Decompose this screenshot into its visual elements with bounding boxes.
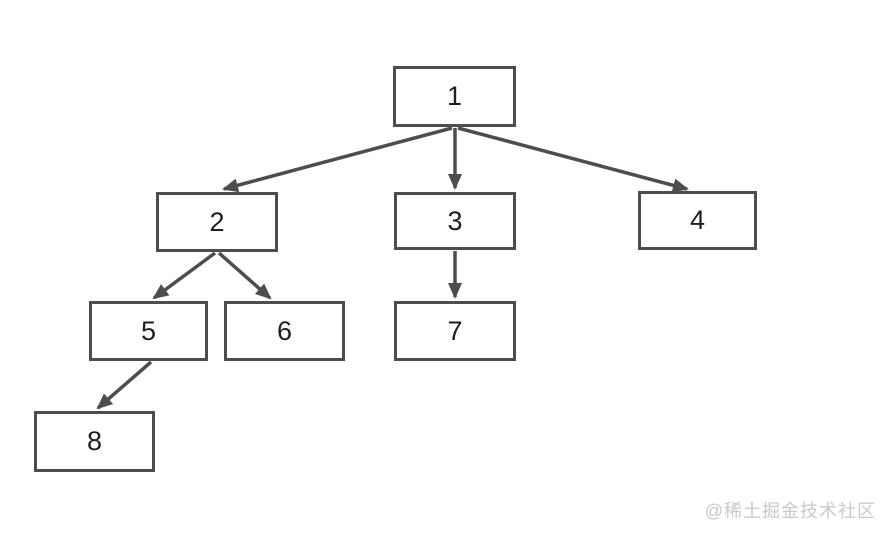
node-5-label: 5 [140, 315, 157, 346]
node-1: 1 [393, 66, 516, 127]
node-4-label: 4 [689, 205, 706, 235]
node-2-label: 2 [209, 206, 225, 237]
edge-2-6 [217, 251, 272, 300]
node-8-label: 8 [86, 426, 103, 456]
edge-5-8 [96, 360, 153, 410]
node-6: 6 [224, 301, 345, 361]
node-2: 2 [156, 192, 278, 252]
edge-1-4 [457, 126, 689, 193]
node-4: 4 [638, 191, 757, 250]
node-7-label: 7 [447, 315, 463, 346]
watermark: @稀土掘金技术社区 [704, 501, 876, 521]
edge-2-5 [152, 251, 217, 300]
node-7: 7 [394, 301, 516, 361]
node-6-label: 6 [276, 315, 293, 346]
node-1-label: 1 [446, 81, 463, 111]
node-3: 3 [394, 192, 516, 250]
edge-1-2 [222, 126, 453, 193]
node-8: 8 [34, 411, 155, 472]
node-3-label: 3 [447, 205, 463, 236]
node-5: 5 [89, 301, 208, 361]
